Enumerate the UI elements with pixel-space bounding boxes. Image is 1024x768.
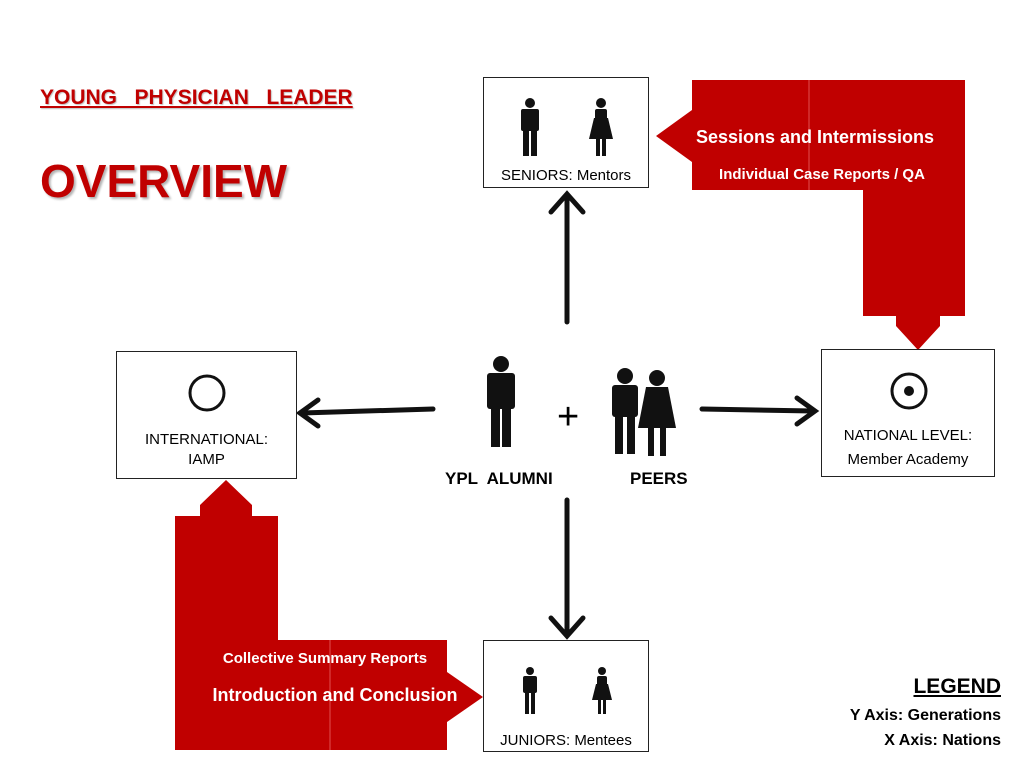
bottom-flow-arrow (175, 480, 483, 750)
arrow-left (295, 397, 436, 429)
international-box: INTERNATIONAL: IAMP (116, 351, 297, 479)
man-icon (487, 356, 515, 447)
national-label-2: Member Academy (847, 451, 969, 468)
bottom-banner-line2: Introduction and Conclusion (212, 685, 458, 705)
bottom-banner-line1: Collective Summary Reports (222, 650, 428, 667)
alumni-label: YPL ALUMNI (445, 469, 553, 488)
international-label-2: IAMP (188, 451, 225, 468)
top-banner-line1: Sessions and Intermissions (695, 127, 935, 147)
legend-y-axis: Y Axis: Generations (849, 707, 1001, 724)
legend-x-axis: X Axis: Nations (884, 732, 1001, 749)
man-icon (523, 667, 537, 714)
top-banner-line2: Individual Case Reports / QA (719, 166, 925, 183)
man-icon (521, 98, 539, 156)
seniors-figures (521, 98, 613, 156)
woman-icon (589, 98, 613, 156)
national-label-1: NATIONAL LEVEL: (843, 427, 973, 444)
plus-sign: + (557, 396, 580, 438)
juniors-label: JUNIORS: Mentees (500, 732, 632, 749)
arrow-down (548, 497, 586, 640)
page-title: OVERVIEW (40, 155, 288, 207)
legend-title: LEGEND (913, 675, 1001, 698)
arrow-right (699, 395, 820, 427)
circle-icon (188, 374, 226, 412)
subtitle: YOUNG PHYSICIAN LEADER (40, 86, 353, 109)
juniors-figures (523, 667, 612, 714)
woman-icon (592, 667, 612, 714)
seniors-box: SENIORS: Mentors (483, 77, 649, 188)
peers-label: PEERS (630, 469, 688, 488)
juniors-box: JUNIORS: Mentees (483, 640, 649, 752)
international-label-1: INTERNATIONAL: (144, 431, 269, 448)
circle-dot-icon (890, 372, 928, 410)
arrow-up (548, 190, 586, 325)
national-box: NATIONAL LEVEL: Member Academy (821, 349, 995, 477)
couple-icon (612, 368, 676, 456)
seniors-label: SENIORS: Mentors (500, 167, 632, 184)
top-flow-arrow (656, 80, 965, 350)
